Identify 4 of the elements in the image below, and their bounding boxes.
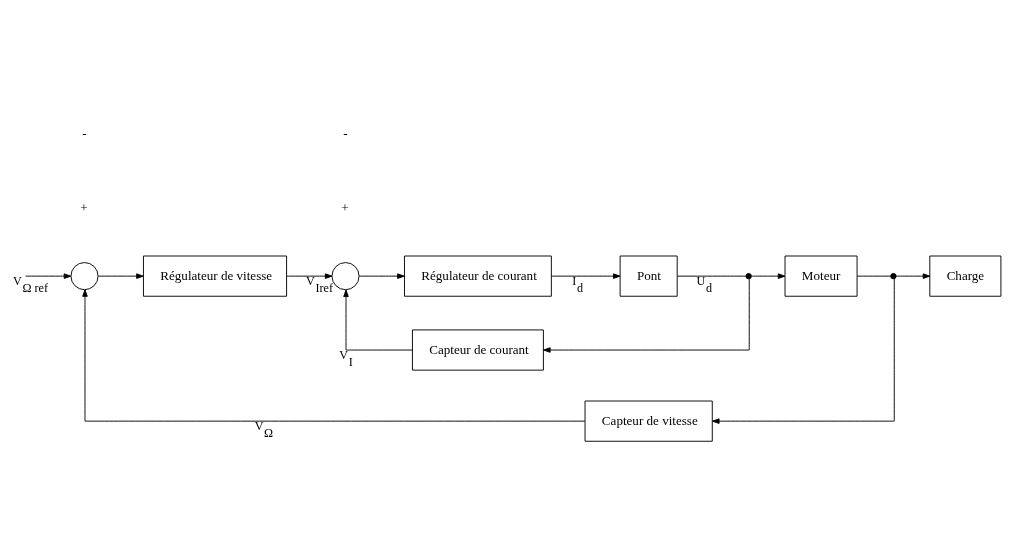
label: + bbox=[80, 200, 88, 216]
label: - bbox=[82, 126, 87, 142]
label: - bbox=[343, 126, 348, 142]
label: + bbox=[341, 200, 349, 216]
